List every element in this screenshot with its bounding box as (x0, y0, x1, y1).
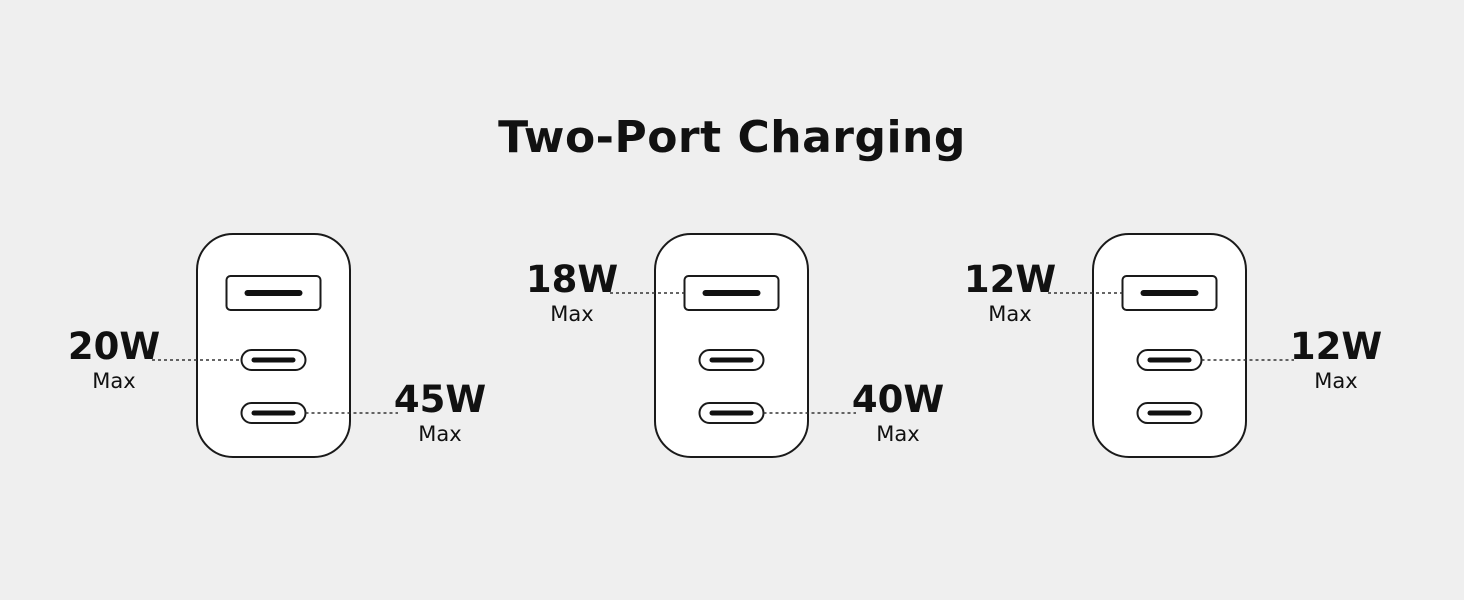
max-label: Max (876, 422, 919, 446)
max-label: Max (1314, 369, 1357, 393)
wattage-label: 20W (68, 325, 160, 368)
usb-c1-slot (251, 357, 296, 363)
usb-c2-slot (1147, 410, 1192, 416)
usb-c1-slot (1147, 357, 1192, 363)
wattage-label: 18W (526, 258, 618, 301)
wattage-label: 45W (394, 378, 486, 421)
usb-c1-slot (709, 357, 754, 363)
usb-a-slot (244, 290, 303, 296)
max-label: Max (418, 422, 461, 446)
max-label: Max (92, 369, 135, 393)
max-label: Max (988, 302, 1031, 326)
wattage-label: 40W (852, 378, 944, 421)
usb-a-slot (1140, 290, 1199, 296)
max-label: Max (550, 302, 593, 326)
wattage-label: 12W (964, 258, 1056, 301)
usb-a-slot (702, 290, 761, 296)
wattage-label: 12W (1290, 325, 1382, 368)
usb-c2-slot (709, 410, 754, 416)
usb-c2-slot (251, 410, 296, 416)
page-title: Two-Port Charging (498, 112, 966, 163)
